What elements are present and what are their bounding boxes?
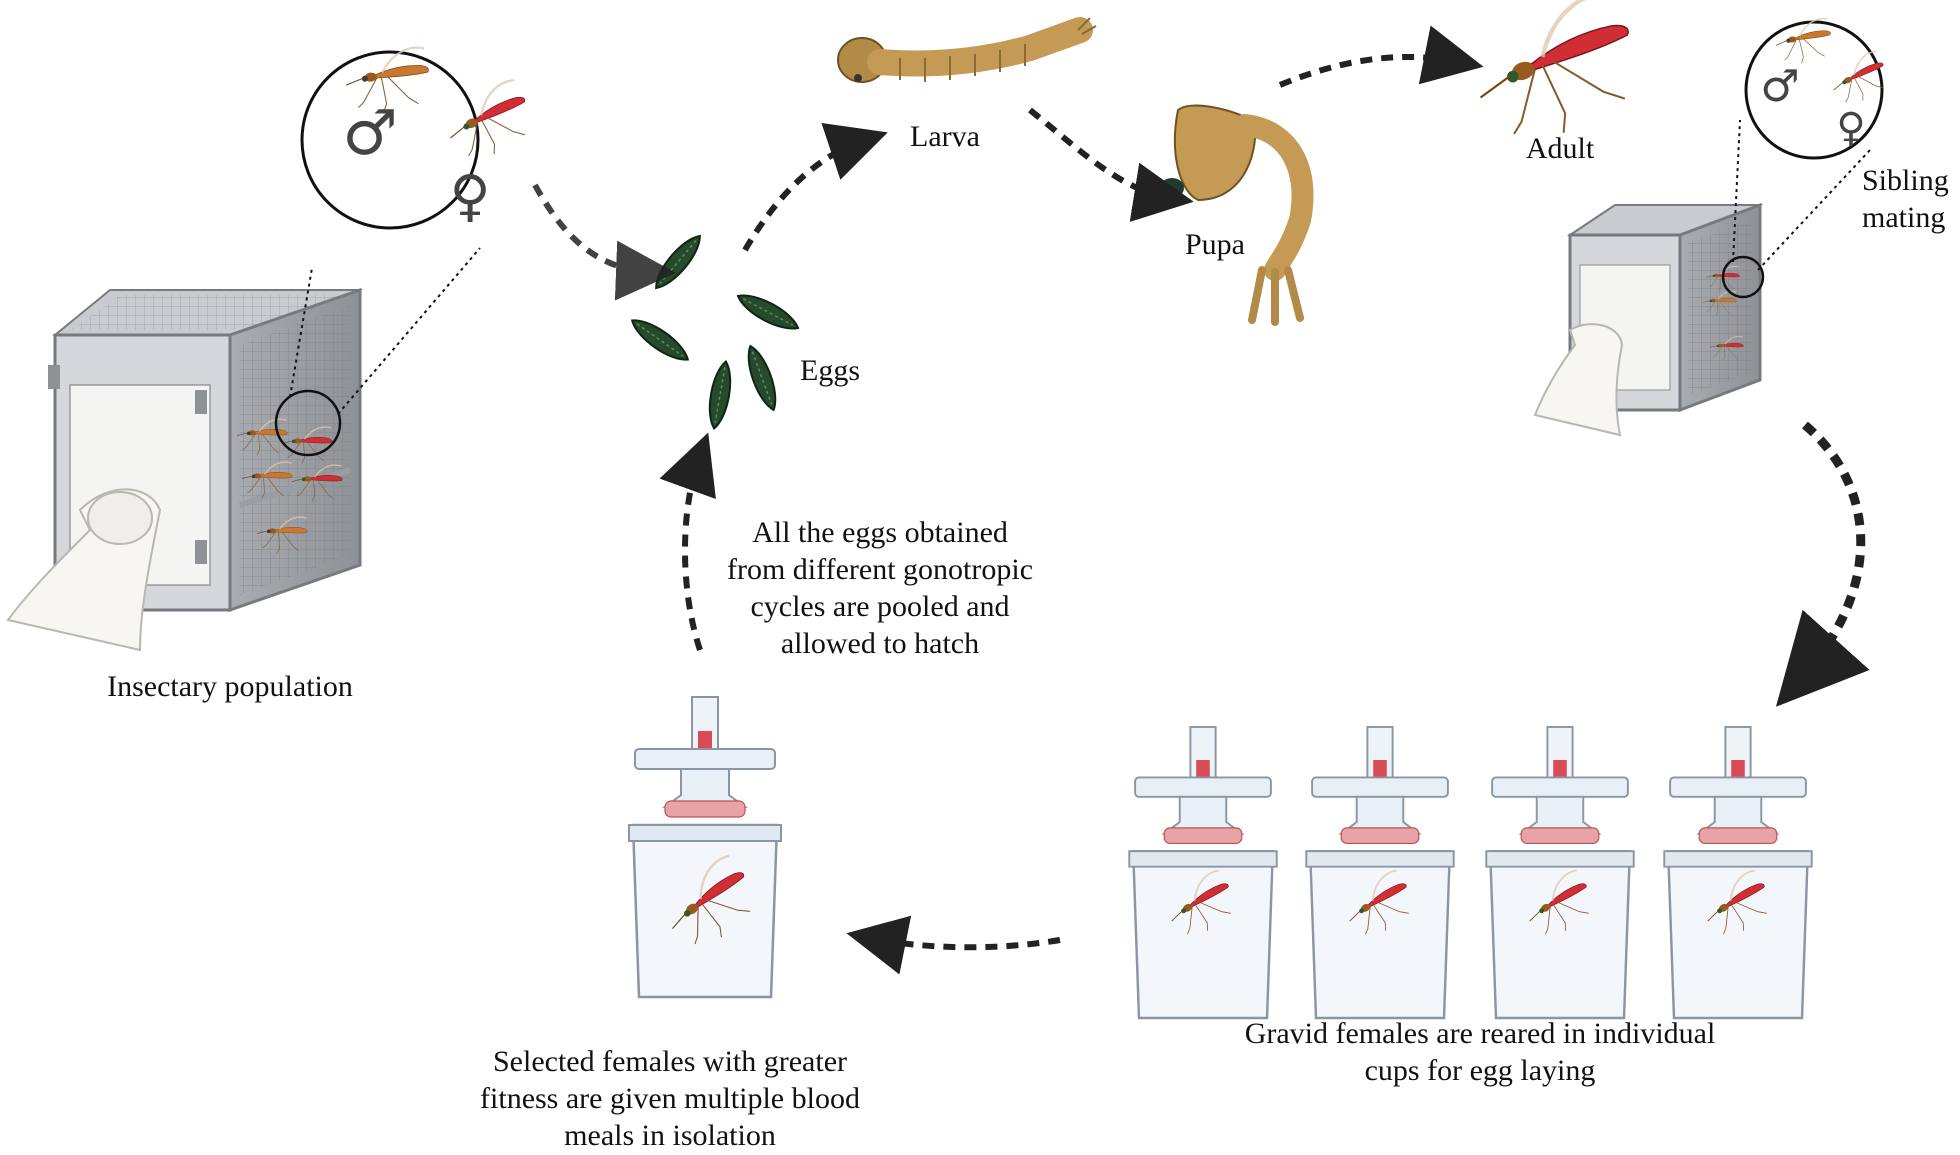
zoom-circle-large bbox=[1744, 20, 1884, 160]
feeder-cup-left bbox=[627, 695, 783, 999]
label-adult: Adult bbox=[1525, 132, 1595, 165]
label-line: meals in isolation bbox=[564, 1119, 776, 1152]
pupa-icon bbox=[1160, 104, 1314, 326]
label-larva: Larva bbox=[910, 120, 980, 153]
female-symbol-left: ♀ bbox=[449, 164, 491, 229]
label-line: fitness are given multiple blood bbox=[480, 1082, 860, 1115]
eggs-cluster bbox=[625, 229, 804, 432]
feeder-cups-row bbox=[1128, 725, 1813, 1020]
zoom-circle-large bbox=[300, 50, 480, 230]
female-symbol-right: ♀ bbox=[1836, 105, 1866, 151]
zoom-line bbox=[337, 247, 481, 415]
label-eggs-pooled: All the eggs obtained from different gon… bbox=[690, 514, 1070, 662]
label-line: All the eggs obtained bbox=[752, 516, 1008, 549]
zoom-line bbox=[1732, 119, 1741, 263]
arrow-cups-to-selected bbox=[846, 915, 1061, 975]
label-line: Selected females with greater bbox=[493, 1045, 847, 1078]
label-line: allowed to hatch bbox=[780, 627, 980, 660]
zoom-line bbox=[289, 267, 313, 398]
label-line: Gravid females are reared in individual bbox=[1244, 1017, 1716, 1050]
label-gravid-females: Gravid females are reared in individual … bbox=[1180, 1015, 1780, 1089]
label-line: from different gonotropic bbox=[726, 553, 1034, 586]
label-line: mating bbox=[1862, 201, 1946, 234]
label-eggs: Eggs bbox=[800, 354, 860, 387]
arrow-eggs-to-larva bbox=[742, 122, 888, 252]
arrow-larva-to-pupa bbox=[1028, 107, 1194, 222]
label-sibling-mating: Sibling mating bbox=[1862, 162, 1958, 236]
zoom-circle-small bbox=[274, 389, 342, 457]
label-line: Sibling bbox=[1862, 164, 1949, 197]
arrow-selected-to-eggs bbox=[659, 432, 716, 651]
arrow-population-to-eggs bbox=[532, 183, 676, 301]
arrow-cage-to-cups bbox=[1775, 421, 1870, 707]
label-insectary-population: Insectary population bbox=[107, 670, 353, 703]
insectary-cage bbox=[6, 287, 363, 652]
label-line: cycles are pooled and bbox=[750, 590, 1010, 623]
arrow-pupa-to-adult bbox=[1278, 25, 1484, 88]
label-pupa: Pupa bbox=[1185, 228, 1245, 261]
flow-arrows bbox=[532, 25, 1870, 975]
zoom-line bbox=[1757, 149, 1871, 271]
male-symbol-right: ♂ bbox=[1760, 61, 1800, 112]
larva-icon bbox=[837, 17, 1097, 83]
zoom-circle-small bbox=[1721, 255, 1765, 299]
label-selected-females: Selected females with greater fitness ar… bbox=[430, 1043, 910, 1154]
sibling-cage bbox=[1533, 202, 1764, 437]
male-symbol-left: ♂ bbox=[342, 96, 398, 169]
label-line: cups for egg laying bbox=[1364, 1054, 1596, 1087]
